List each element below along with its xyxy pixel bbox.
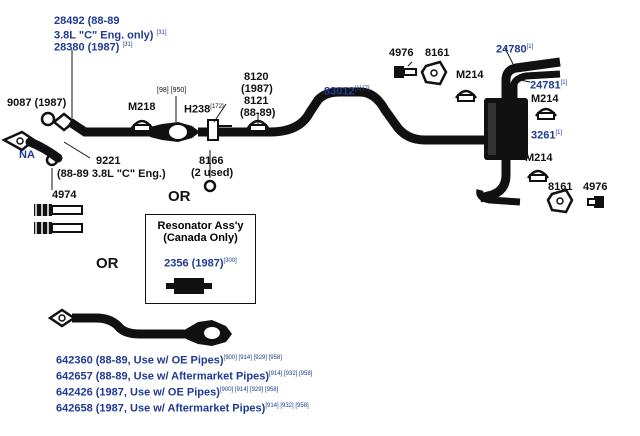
alternate-y-pipe-assembly bbox=[47, 308, 232, 346]
leader-lines bbox=[51, 47, 531, 190]
label-83012: 83012[1] [7] bbox=[324, 85, 370, 98]
resonator-box: Resonator Ass'y (Canada Only) 2356 (1987… bbox=[145, 214, 256, 304]
y-pipe-parts-list: 642360 (88-89, Use w/ OE Pipes)[900] [91… bbox=[56, 352, 312, 417]
parts-list-item: 642426 (1987, Use w/ OE Pipes)[900] [914… bbox=[56, 386, 279, 399]
label-m214-c: M214 bbox=[525, 152, 553, 164]
label-4976-top: 4976 bbox=[389, 47, 414, 59]
label-8161-bottom: 8161 bbox=[548, 181, 573, 193]
resonator bbox=[166, 278, 212, 294]
label-9087: 9087 (1987) bbox=[7, 97, 67, 109]
label-m218: M218 bbox=[128, 101, 156, 113]
clamp-m214-c bbox=[526, 169, 550, 182]
or-label-2: OR bbox=[96, 255, 119, 272]
gasket-9221 bbox=[45, 153, 59, 167]
spring-bolt-4974-lower bbox=[34, 222, 83, 234]
tailpipe-rear bbox=[476, 189, 521, 206]
label-28492: 28492 (88-89 bbox=[54, 15, 120, 27]
front-pipe bbox=[67, 118, 150, 137]
parts-list-item: 642658 (1987, Use w/ Aftermarket Pipes)[… bbox=[56, 403, 309, 416]
gasket-9087 bbox=[40, 111, 56, 127]
label-4976-bottom: 4976 bbox=[583, 181, 608, 193]
hanger-8161-top bbox=[420, 60, 448, 86]
label-ref-98-950: [98] [950] bbox=[157, 87, 187, 94]
label-28492-engine: 3.8L "C" Eng. only) [31] bbox=[54, 29, 167, 42]
label-8161-top: 8161 bbox=[425, 47, 450, 59]
label-24781: 24781[1] bbox=[530, 79, 568, 92]
label-h238: H238[172] bbox=[184, 103, 224, 116]
tailpipe-lower bbox=[478, 160, 511, 203]
label-9221: 9221 bbox=[96, 155, 121, 167]
mid-pipe bbox=[198, 87, 485, 145]
label-8166-note: (2 used) bbox=[191, 167, 234, 179]
label-24780: 24780[1] bbox=[496, 43, 534, 56]
catalytic-converter bbox=[150, 122, 200, 142]
parts-list-item: 642657 (88-89, Use w/ Aftermarket Pipes)… bbox=[56, 370, 313, 383]
spring-bolt-4974-upper bbox=[34, 204, 83, 216]
or-label-1: OR bbox=[168, 188, 191, 205]
parts-list-item: 642360 (88-89, Use w/ OE Pipes)[900] [91… bbox=[56, 354, 282, 367]
label-8166: 8166 bbox=[199, 155, 224, 167]
label-8121: 8121 bbox=[244, 95, 269, 107]
label-8121-year: (88-89) bbox=[240, 107, 276, 119]
resonator-title: Resonator Ass'y bbox=[157, 220, 244, 232]
label-na: NA bbox=[19, 149, 35, 161]
label-8120-year: (1987) bbox=[241, 83, 273, 95]
bolt-4976-top bbox=[394, 66, 417, 78]
tailpipe-upper bbox=[501, 57, 561, 98]
clamp-m214-a bbox=[454, 89, 478, 102]
clamp-m218 bbox=[130, 119, 154, 132]
resonator-part: 2356 (1987)[300] bbox=[164, 257, 237, 270]
gasket-8166 bbox=[203, 179, 217, 193]
clamp-m214-b bbox=[534, 107, 558, 120]
label-m214-a: M214 bbox=[456, 69, 484, 81]
label-4974: 4974 bbox=[52, 189, 77, 201]
hanger-8161-bottom bbox=[546, 188, 574, 214]
bolt-4976-bottom bbox=[587, 196, 604, 208]
tailpipe-upper-2 bbox=[510, 70, 561, 98]
label-8120: 8120 bbox=[244, 71, 269, 83]
label-m214-b: M214 bbox=[531, 93, 559, 105]
label-9221-note: (88-89 3.8L "C" Eng.) bbox=[57, 168, 166, 180]
muffler bbox=[484, 98, 528, 160]
label-3261: 3261[1] bbox=[531, 129, 563, 142]
resonator-subtitle: (Canada Only) bbox=[163, 232, 238, 244]
label-28380: 28380 (1987) [31] bbox=[54, 41, 133, 54]
hanger-h238 bbox=[207, 119, 232, 141]
